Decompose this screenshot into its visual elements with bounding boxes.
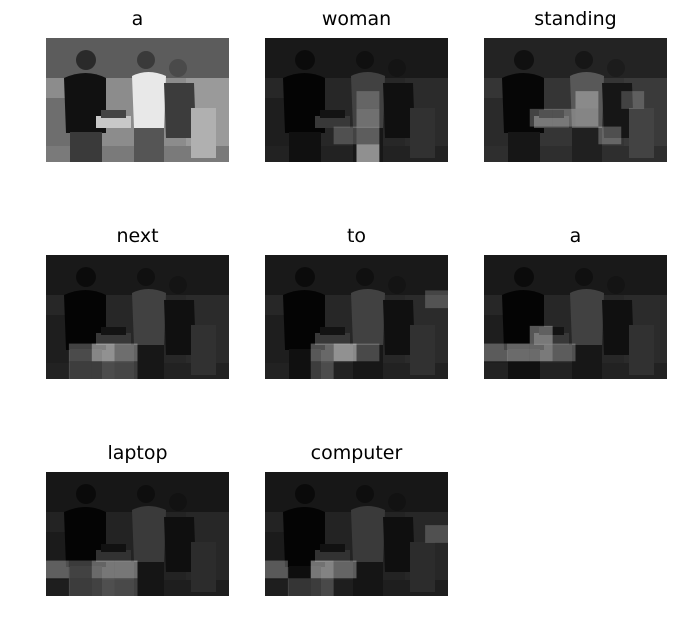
- panel-image: [484, 38, 667, 162]
- attention-panel: to: [265, 223, 448, 379]
- panel-word: computer: [310, 442, 403, 464]
- panel-word: next: [116, 225, 159, 247]
- panel-word: to: [346, 225, 367, 247]
- panel-image: [46, 472, 229, 596]
- panel-image: [46, 38, 229, 162]
- attention-panel: next: [46, 223, 229, 379]
- attention-panel: standing: [484, 6, 667, 162]
- panel-image: [484, 255, 667, 379]
- panel-image: [265, 38, 448, 162]
- panel-image: [265, 255, 448, 379]
- attention-panel: woman: [265, 6, 448, 162]
- panel-image: [265, 472, 448, 596]
- panel-word: a: [131, 8, 144, 30]
- attention-panel: laptop: [46, 440, 229, 596]
- panel-word: a: [569, 225, 582, 247]
- attention-panel: computer: [265, 440, 448, 596]
- panel-word: woman: [321, 8, 392, 30]
- attention-panel: a: [46, 6, 229, 162]
- attention-panel: a: [484, 223, 667, 379]
- panel-image: [46, 255, 229, 379]
- panel-word: laptop: [107, 442, 168, 464]
- panel-word: standing: [534, 8, 617, 30]
